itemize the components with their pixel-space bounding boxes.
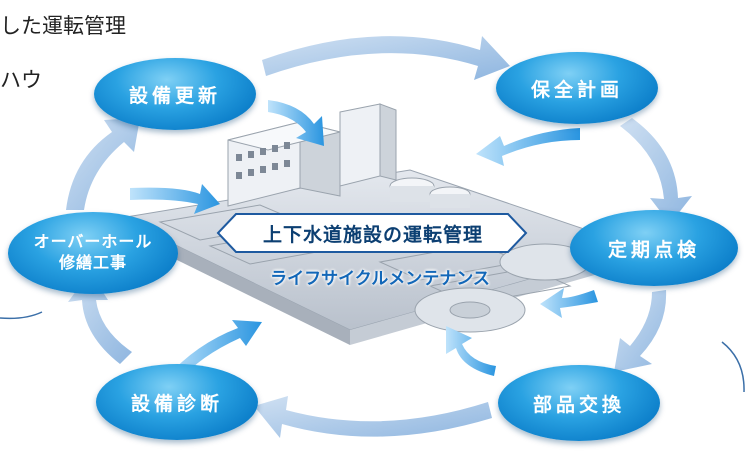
step-equipment-renewal: 設備更新 [94, 58, 256, 130]
center-banner-frame [216, 213, 528, 253]
decor-line-right [721, 341, 745, 393]
step-label: 部品交換 [532, 393, 625, 416]
step-periodic-inspection: 定期点検 [570, 210, 738, 286]
step-label: 保全計画 [530, 78, 623, 101]
intro-text-line-2: ハウ [0, 68, 42, 92]
step-label: 設備診断 [130, 392, 223, 415]
step-parts-replacement: 部品交換 [498, 365, 660, 441]
center-title: 上下水道施設の運転管理 [262, 223, 483, 246]
step-label: オーバーホール [33, 232, 153, 252]
step-label-line2: 修繕工事 [58, 253, 127, 272]
cycle-arrows [66, 36, 692, 438]
intro-text-line-1: した運転管理 [0, 14, 126, 38]
step-equipment-diagnosis: 設備診断 [96, 364, 258, 440]
center-subtitle: ライフサイクルメンテナンス [270, 269, 490, 289]
step-maintenance-plan: 保全計画 [496, 52, 658, 124]
step-overhaul-repair: オーバーホール 修繕工事 [8, 212, 178, 294]
decor-line-left [0, 311, 43, 320]
step-label: 設備更新 [128, 84, 221, 107]
step-label: 定期点検 [607, 238, 700, 261]
